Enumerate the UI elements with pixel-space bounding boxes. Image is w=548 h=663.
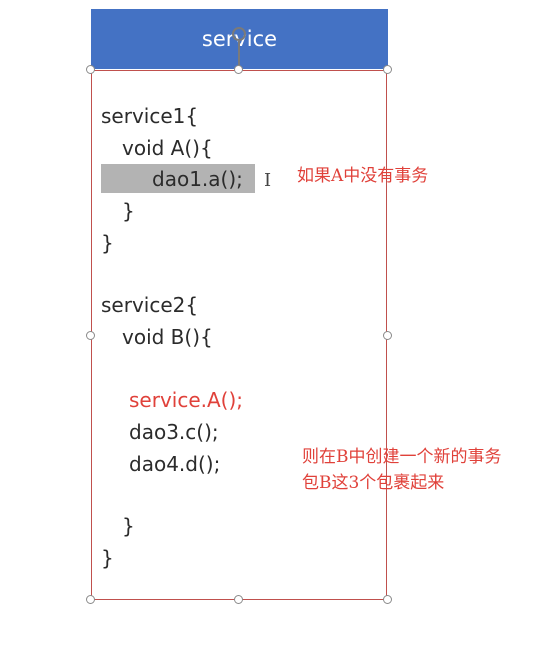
- code-line-close-b: }: [122, 514, 135, 538]
- resize-handle-bottom-right[interactable]: [383, 595, 392, 604]
- code-line-dao3: dao3.c();: [129, 420, 219, 444]
- note-no-transaction: 如果A中没有事务: [297, 166, 429, 186]
- selection-highlight: [101, 164, 255, 193]
- code-line-service2: service2{: [101, 293, 199, 317]
- resize-handle-top-center[interactable]: [234, 65, 243, 74]
- code-line-service1: service1{: [101, 104, 199, 128]
- code-line-close-a: }: [122, 199, 135, 223]
- code-line-void-a: void A(){: [122, 136, 213, 160]
- resize-handle-middle-left[interactable]: [86, 331, 95, 340]
- resize-handle-bottom-left[interactable]: [86, 595, 95, 604]
- resize-handle-top-left[interactable]: [86, 65, 95, 74]
- text-cursor-icon: I: [264, 170, 272, 191]
- resize-handle-top-right[interactable]: [383, 65, 392, 74]
- code-line-close-service1: }: [101, 231, 114, 255]
- resize-handle-bottom-center[interactable]: [234, 595, 243, 604]
- code-line-service-a-call: service.A();: [129, 388, 244, 412]
- rotate-handle-icon[interactable]: [232, 27, 246, 41]
- resize-handle-middle-right[interactable]: [383, 331, 392, 340]
- code-line-void-b: void B(){: [122, 325, 213, 349]
- note-create-transaction-line1: 则在B中创建一个新的事务: [302, 447, 502, 467]
- code-line-dao1: dao1.a();: [152, 167, 243, 191]
- note-create-transaction-line2: 包B这3个包裹起来: [302, 473, 445, 493]
- code-line-close-service2: }: [101, 546, 114, 570]
- code-line-dao4: dao4.d();: [129, 452, 221, 476]
- rotate-handle-stem: [238, 41, 240, 66]
